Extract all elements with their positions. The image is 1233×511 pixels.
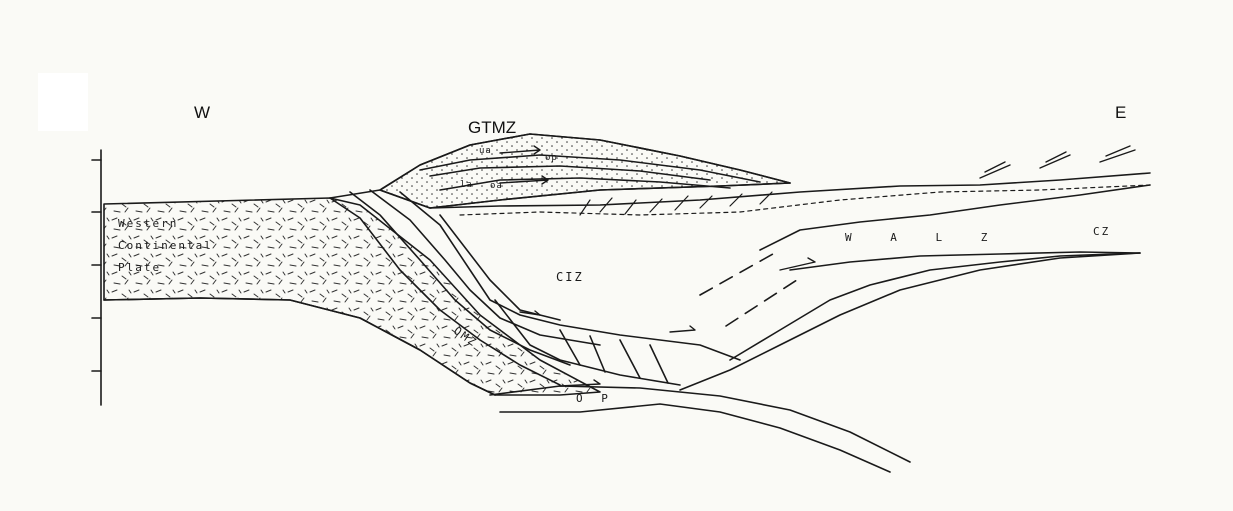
unit-ua-label: ua — [479, 147, 492, 156]
western-plate-label-1: Western — [118, 218, 178, 229]
scale-bar — [92, 150, 101, 405]
cz-label: CZ — [1093, 226, 1110, 237]
west-label: W — [194, 104, 210, 121]
unit-oa-label: oa — [490, 182, 503, 191]
western-plate — [104, 198, 600, 395]
oceanic-plate — [490, 386, 910, 462]
western-plate-label-2: Continental — [118, 240, 213, 251]
unit-op-label: op — [545, 154, 558, 163]
western-plate-label-3: Plate — [118, 262, 161, 273]
east-label: E — [1115, 104, 1126, 121]
gtmz-nappes — [380, 134, 790, 208]
ciz-label: CIZ — [556, 271, 584, 283]
gtmz-label: GTMZ — [468, 119, 516, 136]
walz-label: W A L Z — [845, 232, 1003, 243]
unit-la-label: la — [460, 181, 473, 190]
op-label: O P — [576, 393, 614, 404]
